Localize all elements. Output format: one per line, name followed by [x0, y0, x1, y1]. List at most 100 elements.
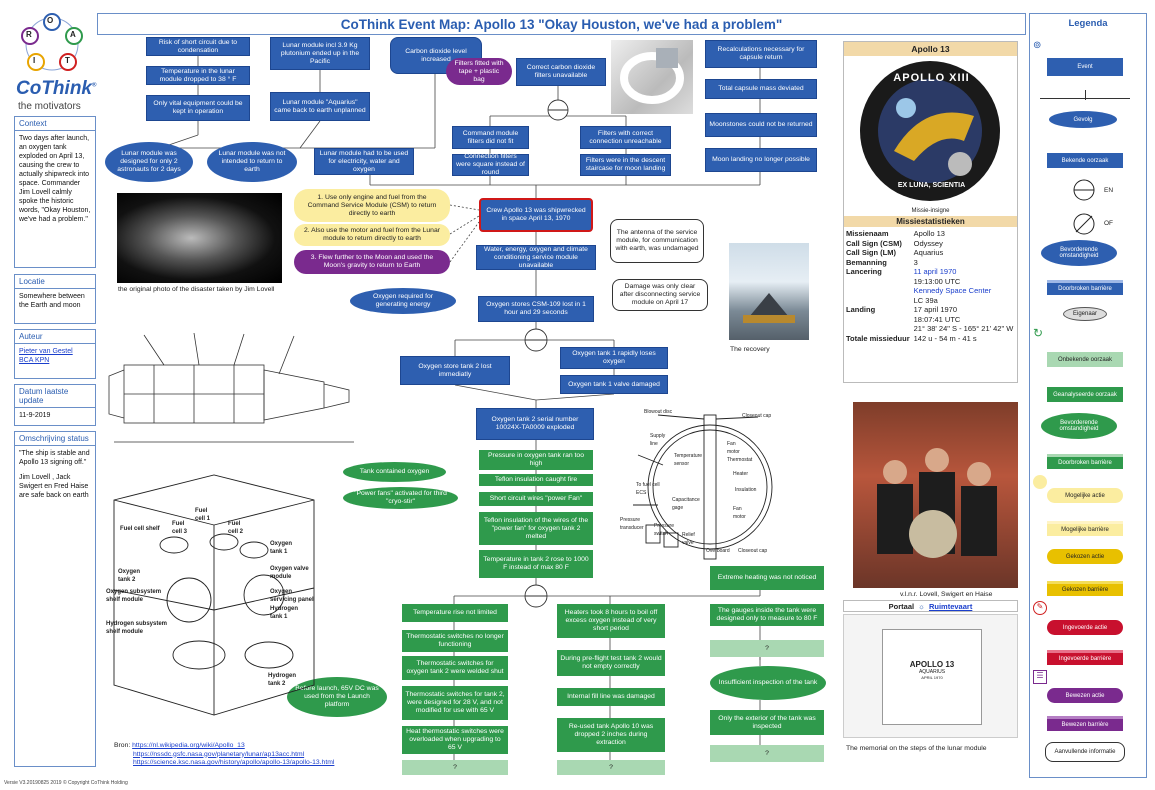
node-lm-two-astronauts[interactable]: Lunar module was designed for only 2 ast… [105, 142, 193, 182]
node-unknown-3[interactable]: ? [557, 760, 665, 775]
node-thermo-no-longer[interactable]: Thermostatic switches no longer function… [402, 630, 508, 652]
node-vital-equipment[interactable]: Only vital equipment could be kept in op… [146, 95, 250, 121]
label-closeout-cap-2: Closeout cap [738, 548, 768, 554]
mission-insignia [860, 61, 1000, 201]
legend-en: EN [1104, 187, 1114, 194]
node-thermo-overloaded[interactable]: Heat thermostatic switches were overload… [402, 726, 508, 754]
status-title: Omschrijving status [15, 432, 95, 446]
author-org-link[interactable]: BCA KPN [19, 357, 50, 364]
node-teflon-wires-melted[interactable]: Teflon insulation of the wires of the "p… [479, 512, 593, 545]
node-reused-tank[interactable]: Re-used tank Apollo 10 was dropped 2 inc… [557, 718, 665, 752]
legend-mogelijke-barriere: Mogelijke barrière [1047, 521, 1123, 536]
service-module-drawing [108, 332, 354, 443]
action-3[interactable]: 3. Flew further to the Moon and used the… [294, 250, 450, 274]
logo-letter-a: A [70, 30, 76, 39]
label-fuel-cell-2: Fuel cell 2 [228, 521, 244, 535]
node-unknown-2[interactable]: ? [402, 760, 508, 775]
mission-infobox: Apollo 13 APOLLO XIII EX LUNA, SCIENTIA … [843, 41, 1018, 383]
stats-header: Missiestatistieken [844, 216, 1017, 227]
action-2[interactable]: 2. Also use the motor and fuel from the … [294, 224, 450, 246]
node-moonstones[interactable]: Moonstones could not be returned [705, 113, 817, 137]
node-short-circuit[interactable]: Risk of short circuit due to condensatio… [146, 37, 250, 56]
oxygen-tank-drawing [633, 414, 773, 560]
stats-value-line: LC 39a [913, 295, 938, 305]
node-tank1-valve[interactable]: Oxygen tank 1 valve damaged [560, 375, 668, 394]
label-hydrogen-tank-1: Hydrogen tank 1 [270, 606, 299, 620]
legend-doorbroken-1: Doorbroken barrière [1047, 280, 1123, 295]
node-temp-not-limited[interactable]: Temperature rise not limited [402, 604, 508, 622]
node-oxygen-required[interactable]: Oxygen required for generating energy [350, 288, 456, 314]
node-temp-dropped[interactable]: Temperature in the lunar module dropped … [146, 66, 250, 85]
node-teflon-fire[interactable]: Teflon insulation caught fire [479, 474, 593, 486]
node-heaters-8h[interactable]: Heaters took 8 hours to boil off excess … [557, 604, 665, 638]
stats-key: Missienaam [846, 229, 889, 238]
caption-memorial: The memorial on the steps of the lunar m… [846, 745, 987, 752]
photo-recovery [729, 243, 809, 340]
node-tank-contained[interactable]: Tank contained oxygen [343, 462, 446, 482]
label-capacitance-gage: Capacitance gage [672, 497, 700, 511]
node-short-circuit-wires[interactable]: Short circuit wires "power Fan" [479, 492, 593, 506]
legend-bekende: Bekende oorzaak [1047, 153, 1123, 168]
node-fill-line[interactable]: Internal fill line was damaged [557, 688, 665, 706]
node-gauges[interactable]: The gauges inside the tank were designed… [710, 604, 824, 626]
node-moon-landing-impossible[interactable]: Moon landing no longer possible [705, 148, 817, 172]
portal-link[interactable]: Ruimtevaart [928, 601, 973, 611]
source-link-ksc[interactable]: https://science.ksc.nasa.gov/history/apo… [133, 759, 335, 766]
node-tank2-lost[interactable]: Oxygen store tank 2 lost immediatly [400, 356, 510, 385]
node-preflight[interactable]: During pre-flight test tank 2 would not … [557, 650, 665, 676]
logo-letter-o: O [47, 16, 54, 25]
stats-key: Lancering [846, 267, 882, 276]
node-oxygen-stores[interactable]: Oxygen stores CSM-109 lost in 1 hour and… [478, 296, 594, 322]
node-recalculations[interactable]: Recalculations necessary for capsule ret… [705, 40, 817, 68]
legend-gekozen-barriere: Gekozen barrière [1047, 581, 1123, 596]
node-cm-filters-not-fit[interactable]: Command module filters did not fit [452, 126, 529, 149]
node-filters-unreachable[interactable]: Filters with correct connection unreacha… [580, 126, 671, 149]
node-unknown-1[interactable]: ? [710, 640, 824, 657]
node-insufficient-inspection[interactable]: Insufficient inspection of the tank [710, 666, 826, 700]
node-thermo-welded[interactable]: Thermostatic switches for oxygen tank 2 … [402, 656, 508, 680]
stats-value: Apollo 13 [912, 229, 1016, 239]
node-thermo-28v[interactable]: Thermostatic switches for tank 2, were d… [402, 686, 508, 720]
source-link-nssdc[interactable]: https://nssdc.gsfc.nasa.gov/planetary/lu… [133, 750, 305, 758]
status-text-1: "The ship is stable and Apollo 13 signin… [19, 450, 90, 466]
portal-bar: Portaal ☼ Ruimtevaart [843, 600, 1018, 612]
date-panel: Datum laatste update 11-9-2019 [14, 384, 96, 426]
label-oxygen-tank-1: Oxygen tank 1 [270, 541, 293, 555]
node-power-fans[interactable]: "Power fans" activated for third "cryo-s… [343, 487, 458, 509]
stats-value-line[interactable]: 11 april 1970 [913, 267, 957, 276]
node-plutonium[interactable]: Lunar module incl 3.9 Kg plutonium ended… [270, 37, 370, 70]
stats-value-line[interactable]: Kennedy Space Center [913, 286, 992, 295]
label-fan-motor: Fan motor [727, 441, 740, 455]
context-text: Two days after launch, an oxygen tank ex… [19, 135, 91, 223]
node-filters-descent[interactable]: Filters were in the descent staircase fo… [580, 154, 671, 176]
node-extreme-heating[interactable]: Extreme heating was not noticed [710, 566, 824, 590]
node-crew-shipwrecked[interactable]: Crew Apollo 13 was shipwrecked in space … [479, 198, 593, 232]
node-exterior-inspected[interactable]: Only the exterior of the tank was inspec… [710, 710, 824, 735]
node-correct-filters-unavailable[interactable]: Correct carbon dioxide filters unavailab… [516, 58, 606, 86]
node-mass-deviated[interactable]: Total capsule mass deviated [705, 79, 817, 99]
node-water-energy[interactable]: Water, energy, oxygen and climate condit… [476, 245, 596, 270]
node-connection-square[interactable]: Connection filters were square instead o… [452, 153, 529, 176]
node-filters-fitted[interactable]: Filters fitted with tape + plastic bag [446, 58, 512, 85]
label-fuel-cell-shelf: Fuel cell shelf [120, 526, 160, 532]
node-tank2-exploded[interactable]: Oxygen tank 2 serial number 10024X-TA000… [476, 408, 594, 440]
photo-memorial: APOLLO 13 AQUARIUS APRIL 1970 [843, 614, 1018, 738]
node-lm-not-return[interactable]: Lunar module was not intended to return … [207, 142, 297, 182]
source-link-wikipedia[interactable]: https://nl.wikipedia.org/wiki/Apollo_13 [132, 742, 245, 749]
node-unknown-4[interactable]: ? [710, 745, 824, 762]
portal-prefix: Portaal [888, 601, 915, 611]
label-relief-valve: Relief valve [682, 532, 695, 546]
action-1[interactable]: 1. Use only engine and fuel from the Com… [294, 189, 450, 222]
node-temp-rose[interactable]: Temperature in tank 2 rose to 1000 F ins… [479, 550, 593, 578]
author-link[interactable]: Pieter van Gestel [19, 348, 73, 355]
node-aquarius-came-back[interactable]: Lunar module "Aquarius" came back to ear… [270, 92, 370, 121]
node-pressure-high[interactable]: Pressure in oxygen tank ran too high [479, 450, 593, 470]
node-before-launch[interactable]: Before launch, 65V DC was used from the … [287, 677, 387, 717]
stats-value: 142 u - 54 m - 41 s [912, 334, 1016, 344]
node-lm-used[interactable]: Lunar module had to be used for electric… [314, 148, 414, 175]
node-tank1-loses[interactable]: Oxygen tank 1 rapidly loses oxygen [560, 347, 668, 369]
